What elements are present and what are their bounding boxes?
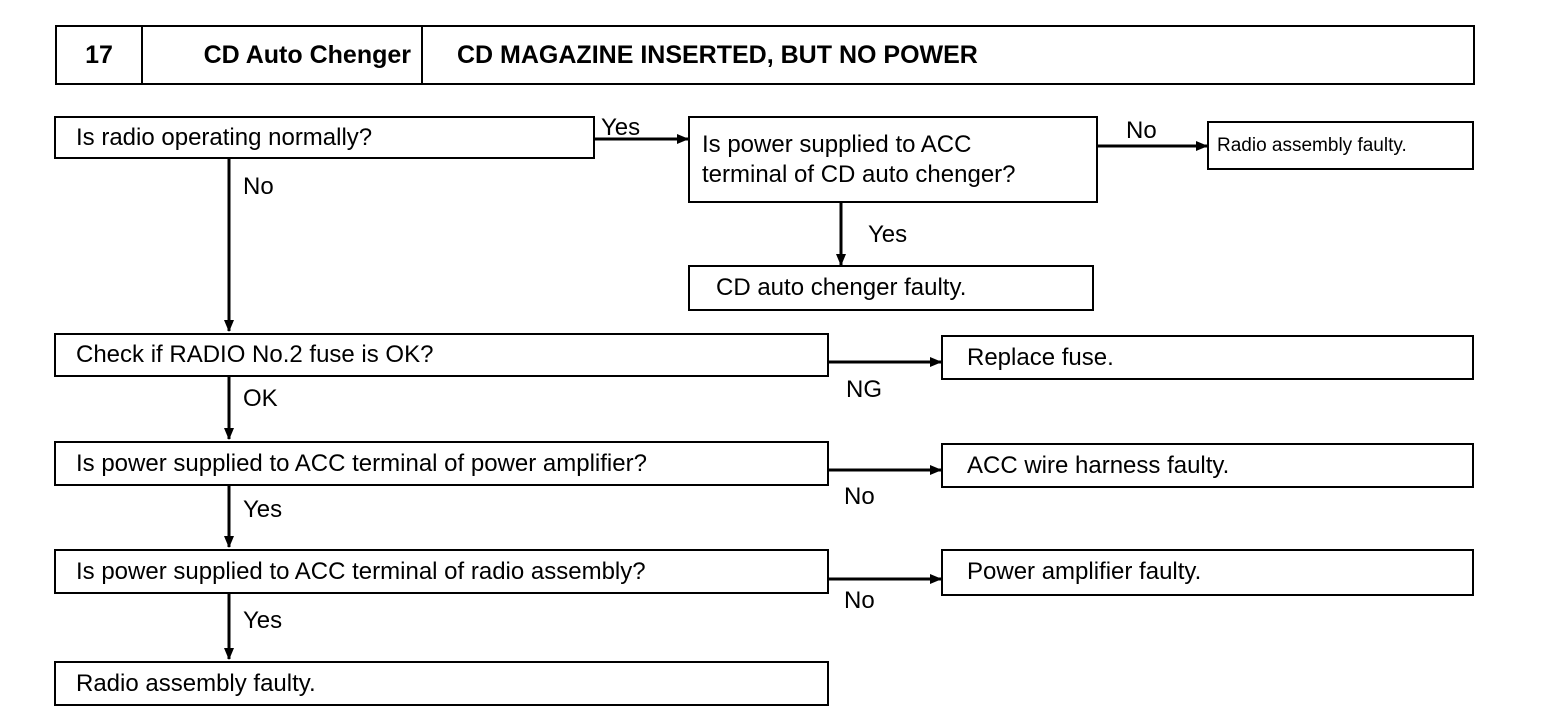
question-radio-operating-text: Is radio operating normally? xyxy=(76,123,373,151)
result-cd-changer-faulty: CD auto chenger faulty. xyxy=(688,265,1094,311)
question-cd-acc-power: Is power supplied to ACC terminal of CD … xyxy=(688,116,1098,203)
question-amp-acc-power-text: Is power supplied to ACC terminal of pow… xyxy=(76,449,647,477)
label-amp-yes: Yes xyxy=(243,496,283,523)
header-symptom: CD MAGAZINE INSERTED, BUT NO POWER xyxy=(457,40,978,69)
question-fuse-check-text: Check if RADIO No.2 fuse is OK? xyxy=(76,341,434,368)
result-radio-faulty-bottom: Radio assembly faulty. xyxy=(54,661,829,706)
label-radio-yes: Yes xyxy=(601,114,641,141)
header-table: 17 CD Auto Chenger CD MAGAZINE INSERTED,… xyxy=(55,25,1475,85)
header-number: 17 xyxy=(57,27,143,83)
result-amp-faulty: Power amplifier faulty. xyxy=(941,549,1474,596)
question-radio-acc-power: Is power supplied to ACC terminal of rad… xyxy=(54,549,829,594)
label-fuse-ng: NG xyxy=(846,376,882,403)
result-acc-harness-faulty: ACC wire harness faulty. xyxy=(941,443,1474,488)
question-cd-acc-line1: Is power supplied to ACC xyxy=(702,130,972,158)
label-radio-no: No xyxy=(243,173,274,200)
result-replace-fuse: Replace fuse. xyxy=(941,335,1474,380)
label-fuse-ok: OK xyxy=(243,385,278,412)
question-radio-acc-power-text: Is power supplied to ACC terminal of rad… xyxy=(76,557,646,585)
result-radio-faulty-top: Radio assembly faulty. xyxy=(1207,121,1474,170)
header-component: CD Auto Chenger xyxy=(141,27,423,83)
result-acc-harness-faulty-text: ACC wire harness faulty. xyxy=(967,451,1230,479)
result-amp-faulty-text: Power amplifier faulty. xyxy=(967,558,1202,585)
label-amp-no: No xyxy=(844,483,875,510)
label-radioacc-no: No xyxy=(844,587,875,614)
result-cd-changer-faulty-text: CD auto chenger faulty. xyxy=(716,274,967,301)
result-radio-faulty-top-text: Radio assembly faulty. xyxy=(1217,134,1407,156)
label-radioacc-yes: Yes xyxy=(243,607,283,634)
result-replace-fuse-text: Replace fuse. xyxy=(967,343,1114,371)
question-amp-acc-power: Is power supplied to ACC terminal of pow… xyxy=(54,441,829,486)
result-radio-faulty-bottom-text: Radio assembly faulty. xyxy=(76,669,316,697)
label-cdacc-no: No xyxy=(1126,117,1157,144)
question-cd-acc-line2: terminal of CD auto chenger? xyxy=(702,160,1016,188)
question-radio-operating: Is radio operating normally? xyxy=(54,116,595,159)
question-fuse-check: Check if RADIO No.2 fuse is OK? xyxy=(54,333,829,377)
label-cdacc-yes: Yes xyxy=(868,221,908,248)
